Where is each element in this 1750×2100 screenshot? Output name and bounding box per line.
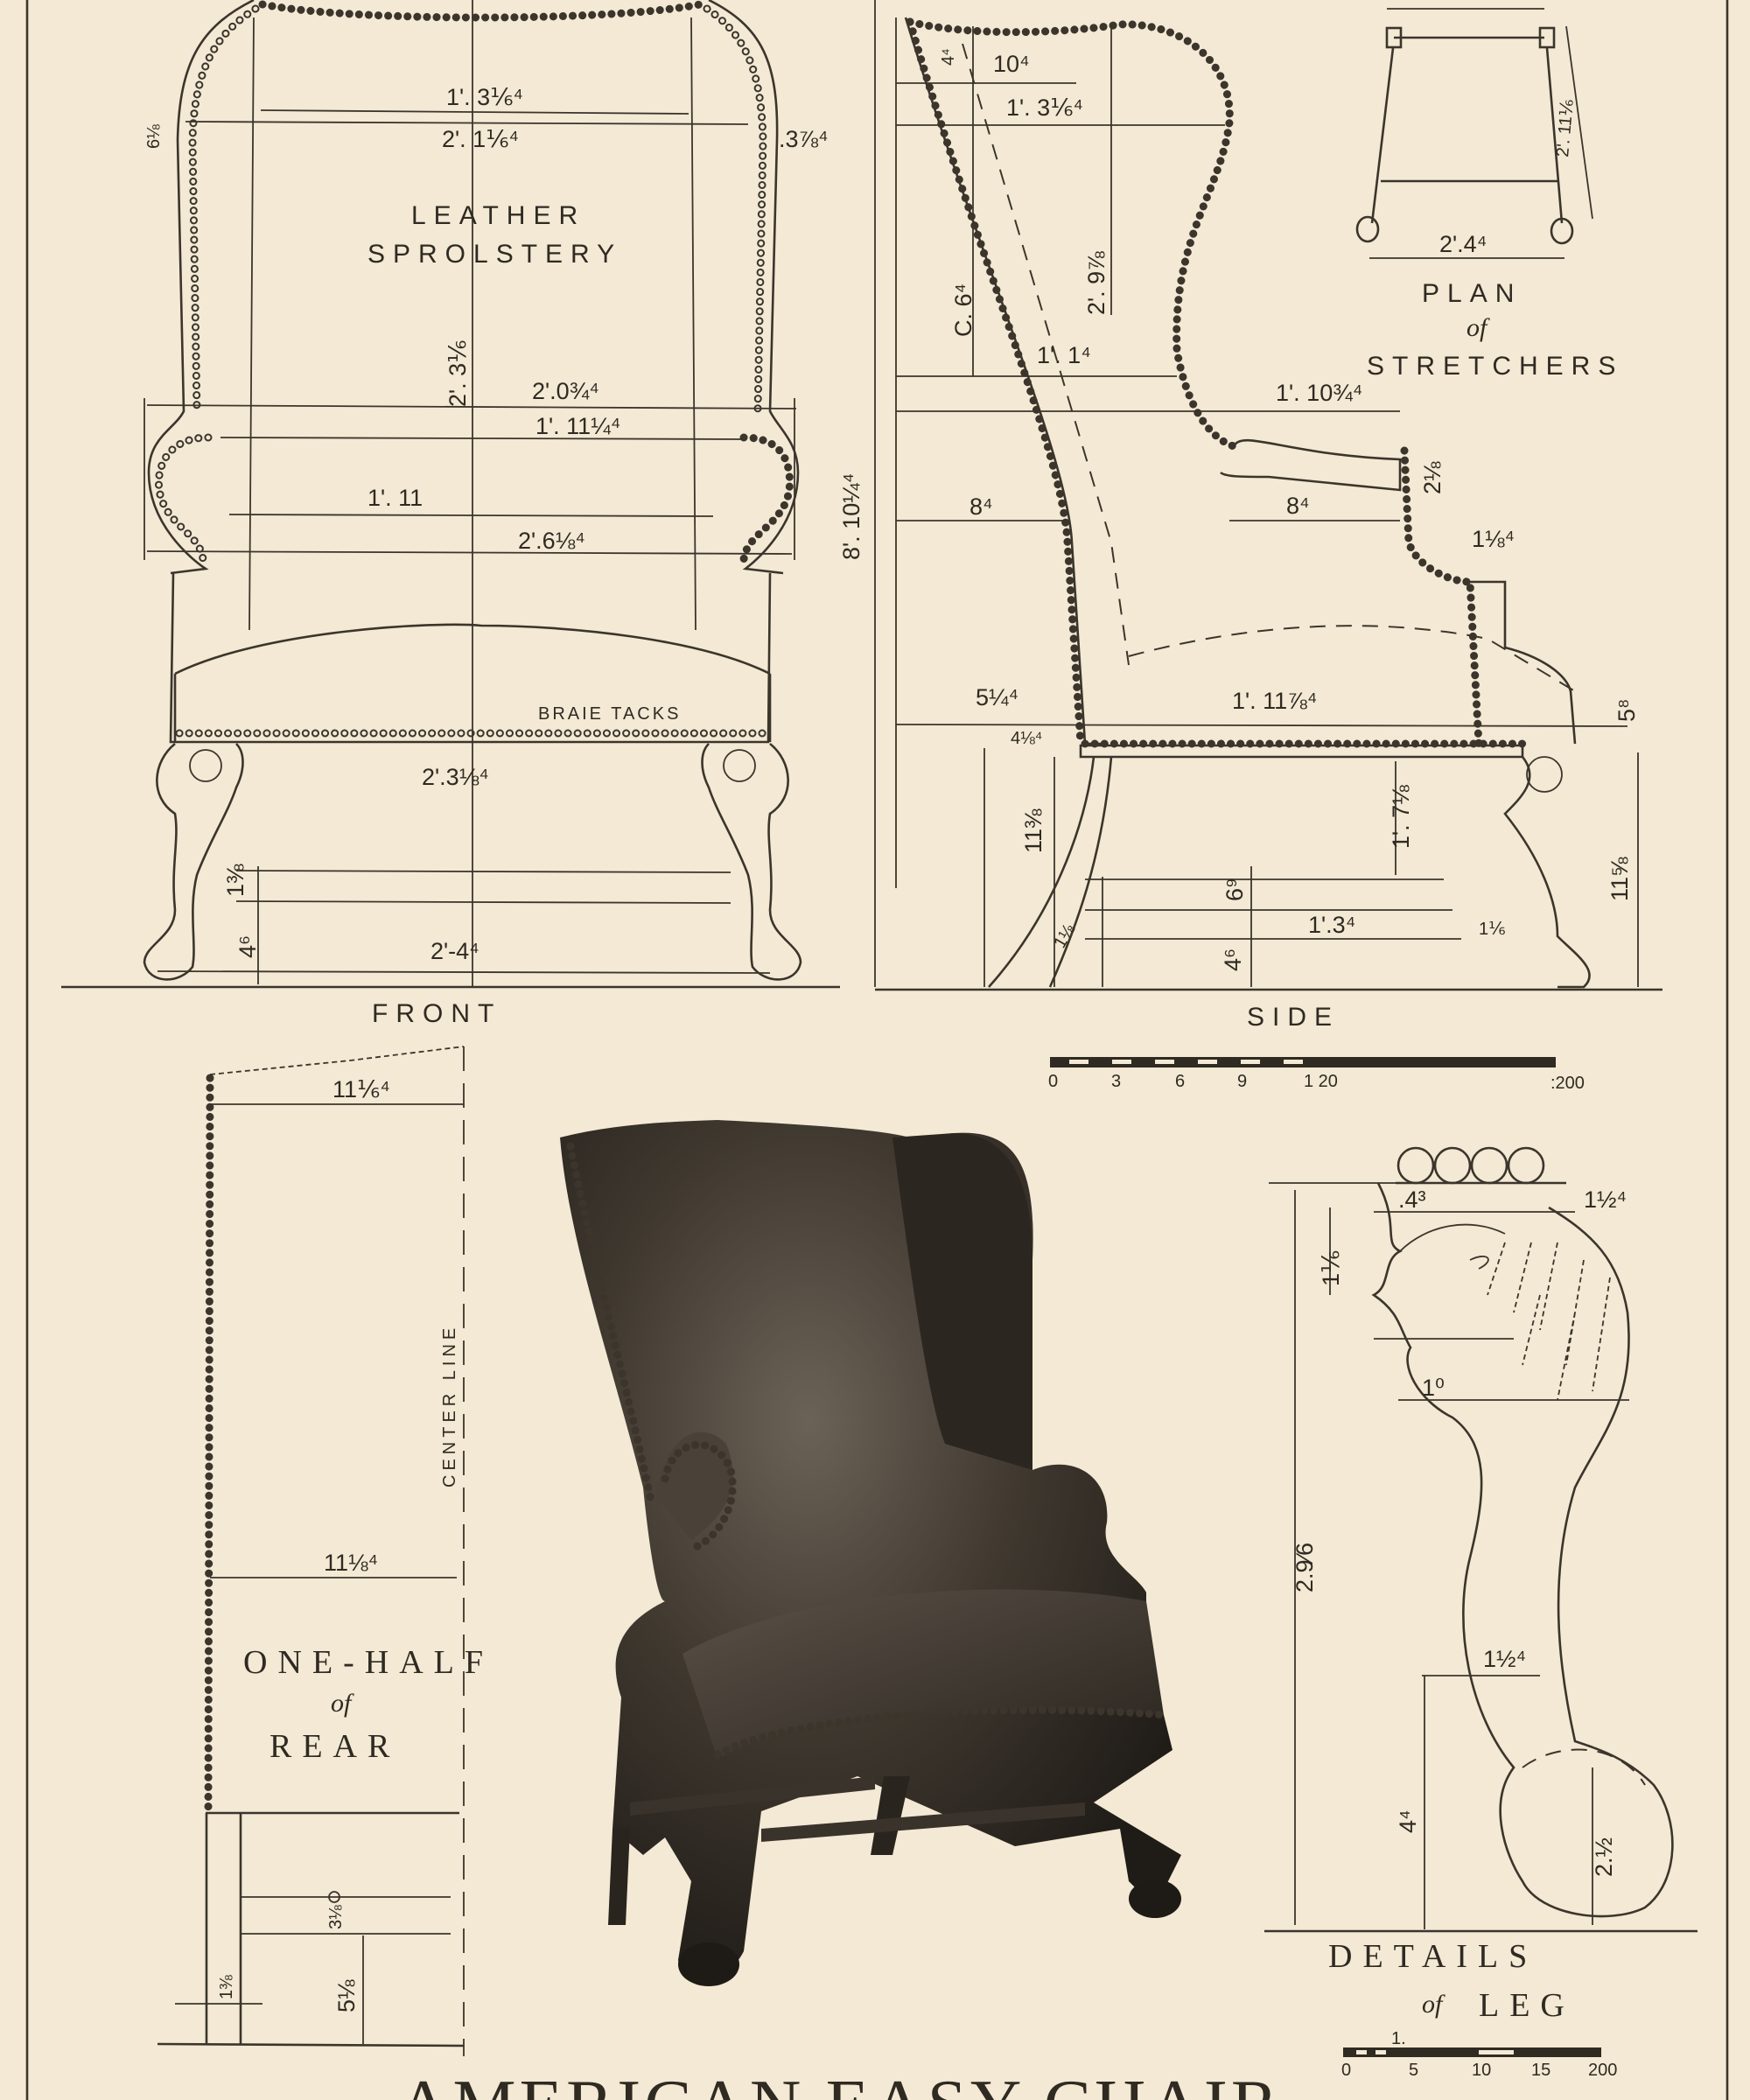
rear-half-view — [157, 1046, 465, 2056]
side-caption: SIDE — [1247, 1003, 1340, 1032]
leg-scale-label: 1. — [1391, 2029, 1406, 2048]
rear-dim-mid: 11⅛⁴ — [324, 1550, 378, 1576]
front-dim-knee: 1⅜ — [222, 864, 248, 897]
side-dim-front-leg: 11⅝ — [1606, 857, 1633, 901]
side-dim-top-rail: 10⁴ — [993, 51, 1030, 77]
leg-scale-tick-5: 5 — [1409, 2061, 1418, 2080]
side-dim-seat-rake: 5¼⁴ — [976, 684, 1018, 710]
side-dim-arm-post: 1⅛⁴ — [1472, 526, 1515, 552]
front-dim-arm-outer: 2'.0¾⁴ — [532, 378, 599, 404]
side-dim-wing-depth: 1'. 3⅙⁴ — [1006, 94, 1083, 121]
side-dim-c6: C. 6⁴ — [950, 284, 976, 337]
side-dim-stretcher-length: 1'.3⁴ — [1308, 912, 1355, 938]
side-dim-back-leg: 11⅜ — [1020, 808, 1046, 853]
side-dim-stretcher-height: 6⁹ — [1222, 878, 1248, 901]
side-dim-stretcher-thick: 1⅙ — [1479, 920, 1506, 939]
scale-tick-6: 6 — [1175, 1072, 1185, 1091]
front-dim-upper-inner: 1'. 3⅙⁴ — [446, 84, 523, 110]
leg-scale-tick-200: 200 — [1588, 2061, 1617, 2080]
plan-of-stretchers — [1355, 8, 1593, 259]
stretchers-caption: STRETCHERS — [1367, 352, 1623, 381]
rear-caption-one-half: ONE-HALF — [243, 1644, 494, 1681]
side-dim-wing-mid: 1'. 1⁴ — [1037, 342, 1091, 368]
plan-dim-depth: 2'. 11⅙ — [1553, 99, 1578, 158]
front-dim-wing: .3⅞⁴ — [779, 126, 829, 152]
leg-dim-head: 1⅙ — [1318, 1250, 1344, 1286]
leg-caption-of: of — [1422, 1990, 1446, 2019]
leg-caption-details: DETAILS — [1328, 1938, 1537, 1975]
leg-dim-height: 2.9⁄6 — [1292, 1543, 1318, 1592]
front-dim-seat-outer: 2'.6⅛⁴ — [518, 528, 585, 554]
scale-tick-0: 0 — [1048, 1072, 1058, 1091]
front-dim-rail: 2'.3⅛⁴ — [422, 764, 489, 790]
side-dim-seat-depth: 1'. 11⅞⁴ — [1232, 688, 1317, 714]
leg-scale-bar — [1343, 2048, 1601, 2057]
rear-dim-stretcher: 3⅛ — [326, 1905, 346, 1929]
side-dim-arm-length: 1'. 10¾⁴ — [1276, 380, 1362, 406]
leg-detail — [1264, 1146, 1698, 1933]
side-view — [874, 0, 1662, 991]
side-dim-foot: 4⁶ — [1220, 948, 1246, 971]
plan-caption: PLAN — [1422, 279, 1522, 308]
rear-caption-of: of — [331, 1689, 354, 1718]
scale-tick-3: 3 — [1111, 1072, 1121, 1091]
leg-dim-ball: 2.½ — [1591, 1838, 1617, 1877]
side-dim-front-rail: 5⁸ — [1614, 699, 1640, 722]
side-dim-wing-top: 4⁴ — [939, 48, 958, 66]
rear-dim-leg: 1⅜ — [217, 1975, 236, 1999]
leg-dim-top: .4³ — [1398, 1186, 1426, 1213]
side-dim-rail-thickness: 4⅛⁴ — [1011, 729, 1042, 748]
front-dim-arm-inner: 1'. 11¼⁴ — [536, 413, 620, 439]
front-dim-leg-span: 2'-4⁴ — [430, 938, 480, 964]
leg-scale-tick-15: 15 — [1531, 2061, 1550, 2080]
front-dim-upper-outer: 2'. 1⅙⁴ — [442, 126, 519, 152]
front-caption: FRONT — [372, 999, 501, 1028]
front-dim-back-height: 2'. 3⅙ — [444, 340, 471, 407]
scale-tick-200: :200 — [1550, 1074, 1585, 1093]
main-scale-bar — [1050, 1057, 1556, 1068]
front-view — [61, 0, 840, 989]
rear-dim-top: 11⅙⁴ — [332, 1076, 390, 1102]
front-dim-side: 6⅛ — [144, 124, 164, 149]
side-dim-total-height: 8'. 10¼⁴ — [838, 473, 864, 560]
tacks-note: BRAIE TACKS — [538, 704, 681, 724]
center-line-label: CENTER LINE — [440, 1324, 459, 1488]
side-dim-8-right: 8⁴ — [1286, 493, 1310, 519]
scale-tick-9: 9 — [1237, 1072, 1247, 1091]
side-dim-seat-height: 1'. 7⅛ — [1388, 785, 1414, 849]
leg-dim-right: 1½⁴ — [1584, 1186, 1627, 1213]
leg-dim-knee: 1⁰ — [1422, 1375, 1445, 1401]
rear-dim-foot: 5⅛ — [333, 1979, 360, 2012]
leg-scale-tick-10: 10 — [1472, 2061, 1491, 2080]
chair-photograph — [560, 1120, 1181, 1986]
leather-note: LEATHER — [411, 201, 585, 230]
front-dim-seat-inner: 1'. 11 — [368, 485, 423, 511]
leg-dim-ankle: 1½⁴ — [1483, 1646, 1526, 1672]
sheet-title: AMERICAN EASY CHAIR — [398, 2067, 1282, 2100]
plan-caption-of: of — [1466, 313, 1490, 342]
leg-dim-foot-height: 4⁴ — [1395, 1810, 1421, 1833]
side-dim-arm-height: 2⅛ — [1419, 461, 1446, 494]
leg-caption-leg: LEG — [1479, 1987, 1575, 2024]
rear-caption-rear: REAR — [270, 1728, 400, 1765]
leg-scale-tick-0: 0 — [1341, 2061, 1351, 2080]
front-dim-foot: 4⁶ — [234, 935, 261, 958]
plan-dim-width: 2'.4⁴ — [1439, 231, 1487, 257]
side-dim-8-left: 8⁴ — [970, 494, 993, 520]
side-dim-back-height: 2'. 9⅞ — [1083, 251, 1110, 315]
scale-tick-120: 1 20 — [1304, 1072, 1338, 1091]
sprolstery-note: SPROLSTERY — [368, 240, 622, 269]
